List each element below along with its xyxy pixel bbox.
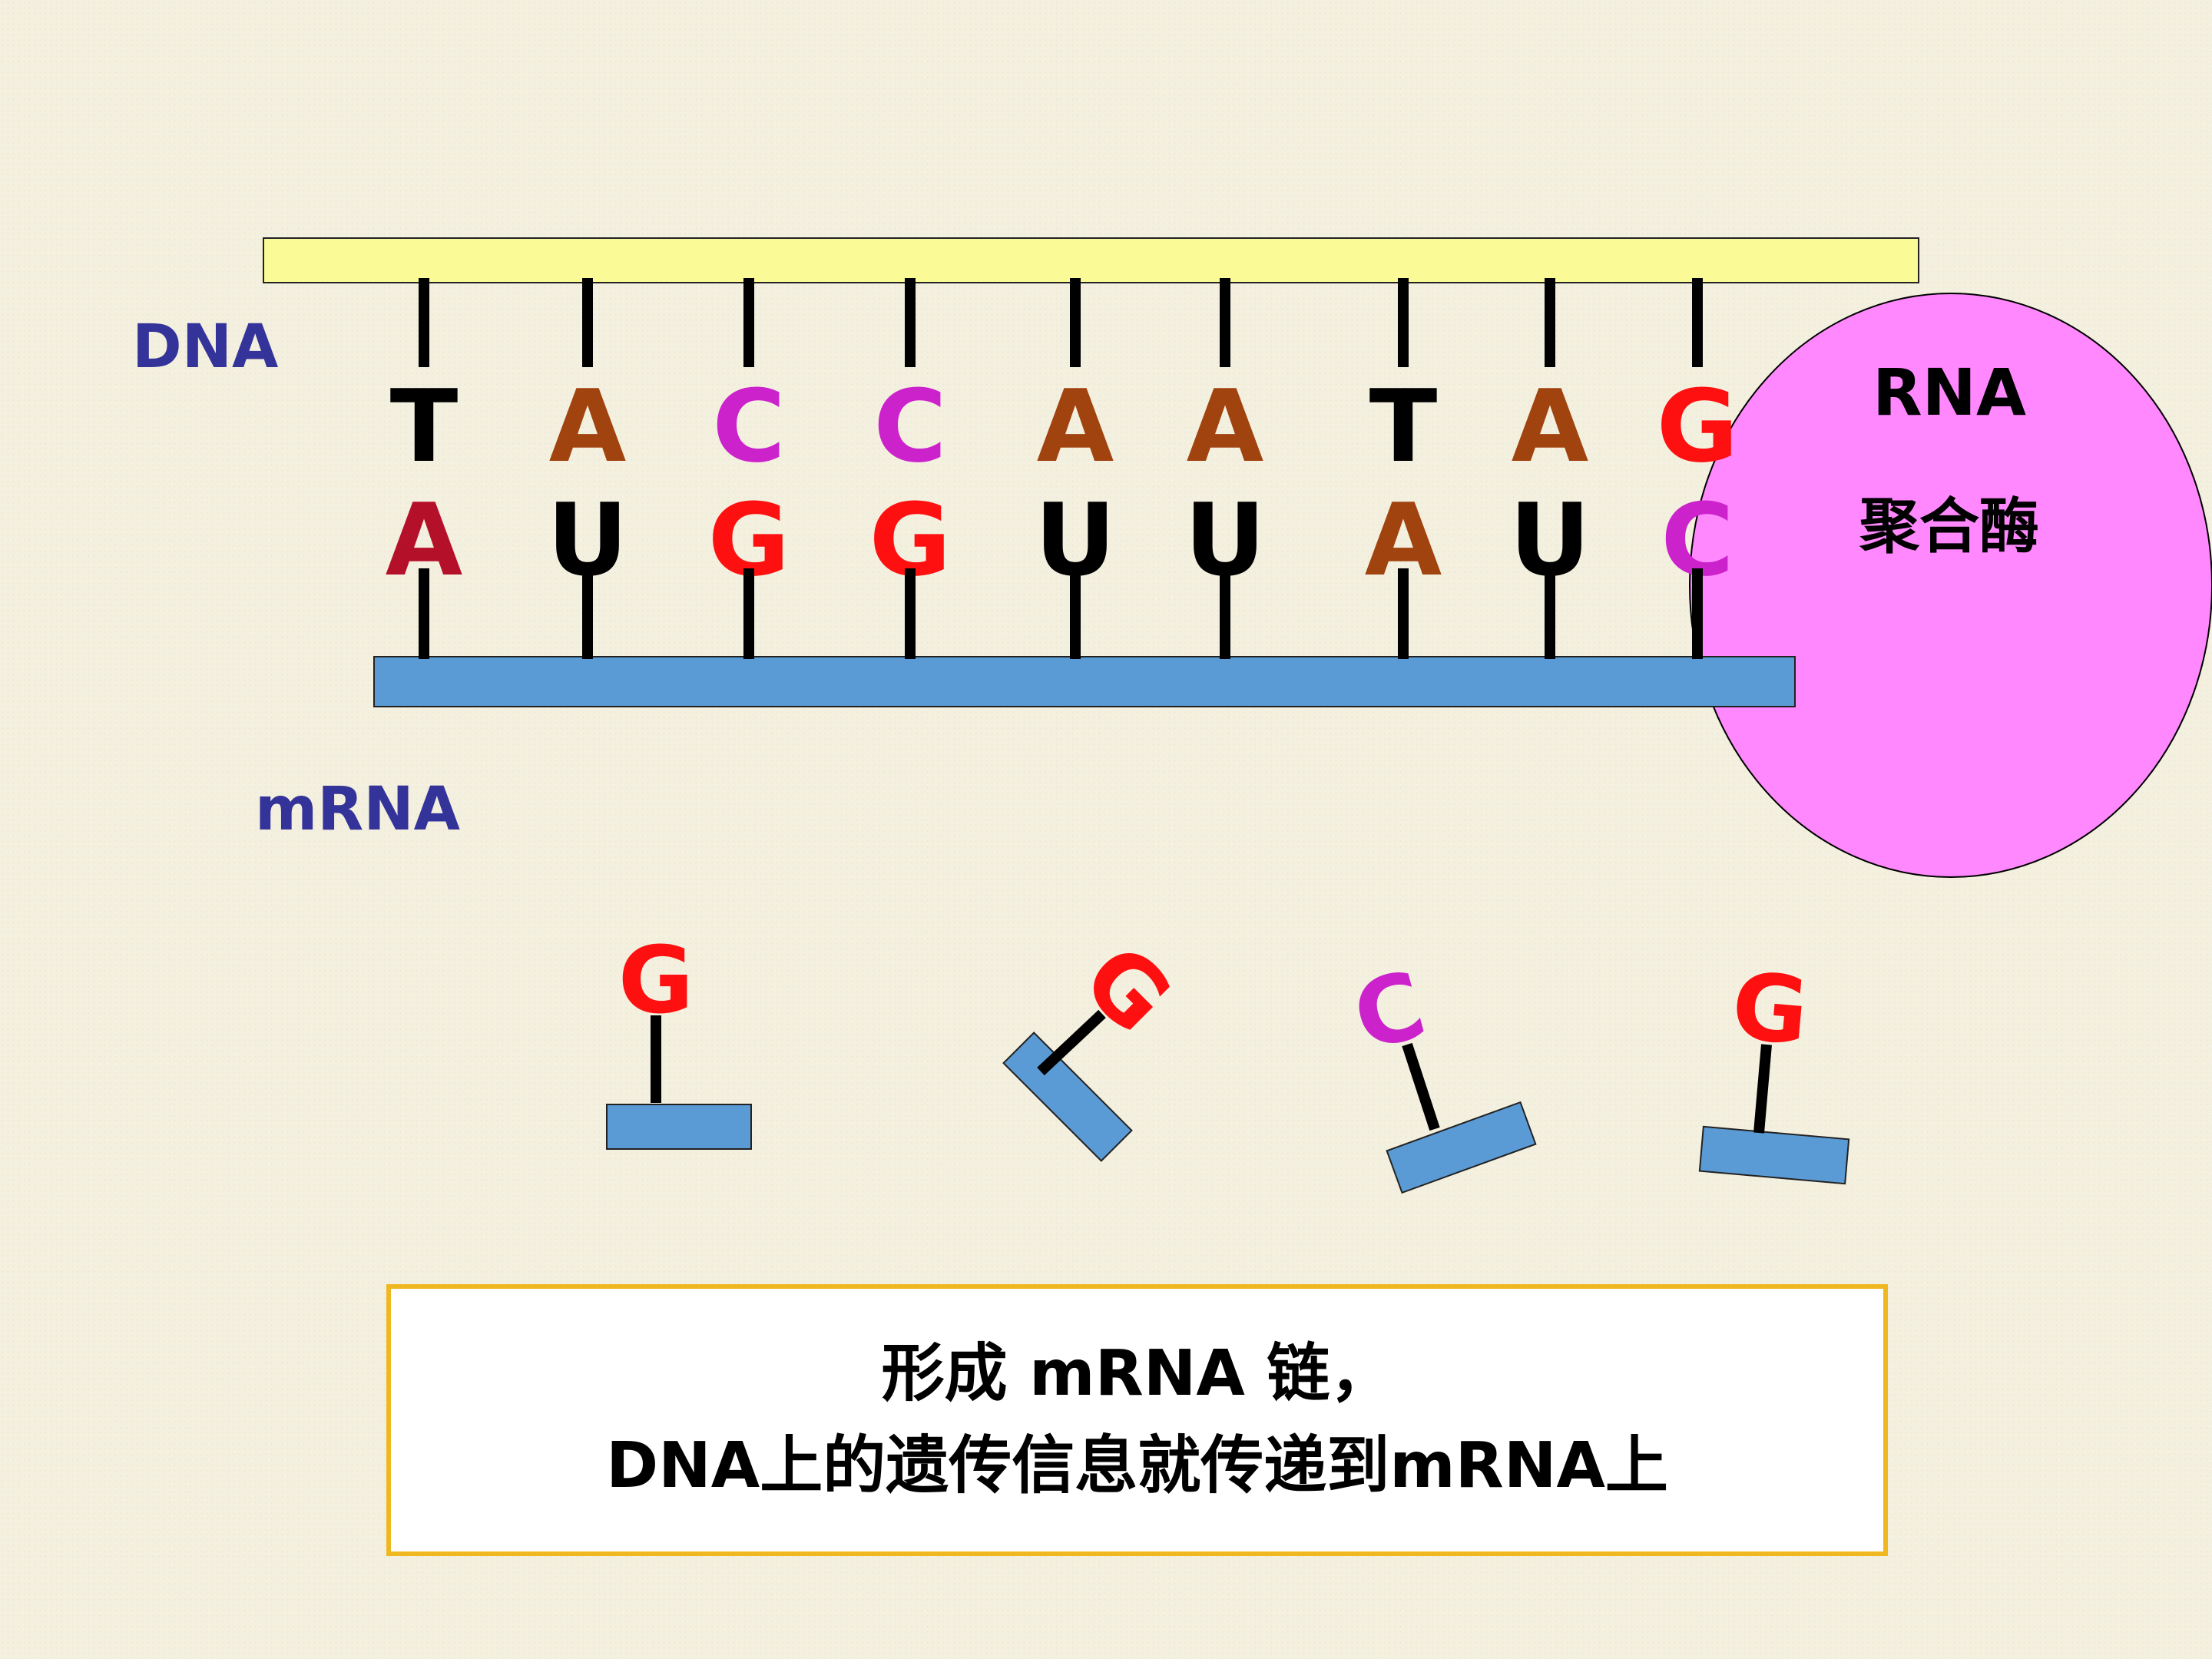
dna-base-letter: C [873,368,946,485]
base-pair: TA [1365,278,1442,659]
mrna-strand [373,656,1796,707]
rna-polymerase [1689,293,2212,878]
nucleotide-sugar-block [1002,1031,1133,1162]
dna-base-letter: A [549,368,627,485]
base-pair: AU [1509,278,1591,659]
nucleotide-stem [1402,1042,1440,1131]
free-nucleotide: G [1698,953,1850,1185]
base-pair: AU [547,278,628,659]
nucleotide-sugar-block [606,1104,752,1150]
free-nucleotide: C [1343,952,1537,1194]
base-pair: AU [1035,278,1116,659]
dna-base-letter: T [1369,368,1438,485]
base-pair: GC [1657,278,1739,659]
nucleotide-base-letter: C [1343,952,1436,1072]
dna-base-letter: C [712,368,785,485]
base-pair: CG [869,278,951,659]
dna-base-letter: G [1657,368,1739,485]
caption-line-2: DNA上的遗传信息就传递到mRNA上 [606,1429,1668,1502]
base-pair: TA [386,278,462,659]
base-pair: AU [1184,278,1266,659]
nucleotide-base-letter: G [1727,953,1812,1066]
caption-line-1: 形成 mRNA 链， [881,1337,1393,1410]
nucleotide-sugar-block [1698,1125,1850,1185]
enzyme-label-rna: RNA [1873,355,2026,430]
dna-label: DNA [132,313,278,382]
dna-base-letter: A [1512,368,1589,485]
dna-base-letter: T [390,368,459,485]
free-nucleotide: G [606,928,752,1150]
nucleotide-base-letter: G [618,928,694,1035]
base-pair: CG [708,278,790,659]
nucleotide-stem [1037,1009,1106,1076]
mrna-label: mRNA [255,775,460,844]
dna-base-letter: A [1037,368,1114,485]
nucleotide-sugar-block [1386,1101,1537,1194]
dna-strand [263,237,1919,283]
nucleotide-stem [1753,1044,1772,1134]
free-nucleotide: G [1002,925,1191,1162]
enzyme-label-polymerase: 聚合酶 [1859,492,2039,561]
caption-box: 形成 mRNA 链， DNA上的遗传信息就传递到mRNA上 [386,1284,1888,1556]
dna-base-letter: A [1187,368,1264,485]
